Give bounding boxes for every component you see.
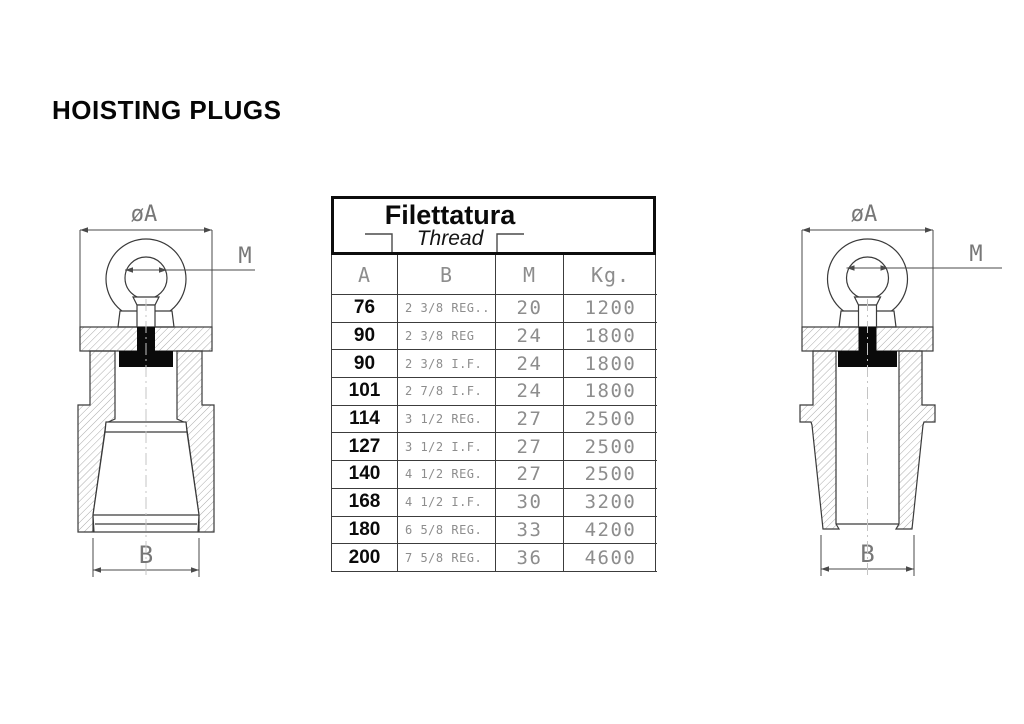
table-cell-b: 4 1/2 REG.	[398, 461, 496, 489]
column-header-kg: Kg.	[564, 255, 657, 295]
table-cell-kg: 4200	[564, 517, 657, 545]
table-cell-b: 3 1/2 I.F.	[398, 433, 496, 462]
thread-dimension: M	[846, 242, 1002, 271]
base-label: B	[860, 540, 874, 568]
column-header-b: B	[398, 255, 496, 295]
thread-label: M	[969, 242, 982, 267]
table-cell-a: 127	[332, 433, 398, 462]
column-header-row: A B M Kg.	[331, 255, 657, 295]
table-cell-a: 90	[332, 322, 398, 351]
table-cell-m: 27	[496, 433, 564, 462]
table-cell-m: 24	[496, 322, 564, 351]
left-technical-drawing: øA M	[77, 202, 255, 579]
table-title-italian: Filettatura	[384, 200, 516, 230]
base-label: B	[139, 541, 153, 569]
lifting-eye	[826, 238, 909, 328]
diameter-label: øA	[131, 202, 158, 227]
table-cell-kg: 1200	[564, 295, 657, 323]
table-cell-m: 24	[496, 378, 564, 406]
table-cell-b: 4 1/2 I.F.	[398, 488, 496, 517]
table-cell-kg: 3200	[564, 489, 657, 517]
table-cell-b: 3 1/2 REG.	[398, 405, 496, 434]
thread-label: M	[238, 244, 251, 269]
diameter-dimension: øA	[79, 202, 213, 327]
table-cell-m: 27	[496, 405, 564, 434]
column-header-m: M	[496, 255, 564, 295]
table-title-english: Thread	[416, 227, 484, 250]
table-header-box: Filettatura Thread	[331, 196, 656, 255]
diameter-label: øA	[851, 202, 878, 227]
table-cell-kg: 2500	[564, 461, 657, 489]
table-cell-b: 6 5/8 REG.	[398, 516, 496, 545]
table-cell-kg: 2500	[564, 433, 657, 462]
table-cell-m: 30	[496, 488, 564, 517]
table-cell-b: 2 3/8 I.F.	[398, 350, 496, 379]
table-cell-a: 168	[332, 488, 398, 517]
table-cell-b: 2 3/8 REG	[398, 322, 496, 351]
table-cell-m: 24	[496, 350, 564, 379]
table-cell-a: 114	[332, 405, 398, 434]
plug-wall-right	[894, 350, 936, 530]
table-cell-kg: 4600	[564, 544, 657, 572]
table-cell-kg: 2500	[564, 406, 657, 434]
table-cell-b: 2 7/8 I.F.	[398, 378, 496, 406]
table-cell-m: 27	[496, 461, 564, 489]
plug-wall-left	[799, 350, 841, 530]
table-cell-kg: 1800	[564, 323, 657, 351]
table-cell-a: 90	[332, 350, 398, 379]
base-dimension: B	[820, 535, 915, 576]
lifting-eye	[105, 238, 187, 328]
table-cell-a: 200	[332, 544, 398, 572]
table-cell-kg: 1800	[564, 350, 657, 379]
table-cell-m: 33	[496, 516, 564, 545]
table-cell-a: 76	[332, 295, 398, 323]
table-cell-a: 101	[332, 378, 398, 406]
thread-dimension: M	[125, 244, 255, 273]
right-technical-drawing: øA M	[799, 202, 1002, 579]
table-cell-a: 140	[332, 461, 398, 489]
diameter-dimension: øA	[801, 202, 934, 327]
table-cell-m: 36	[496, 544, 564, 572]
page-title: HOISTING PLUGS	[52, 95, 282, 125]
table-cell-m: 20	[496, 295, 564, 323]
table-cell-b: 2 3/8 REG..	[398, 295, 496, 323]
column-header-a: A	[332, 255, 398, 295]
table-cell-b: 7 5/8 REG.	[398, 544, 496, 572]
table-cell-a: 180	[332, 516, 398, 545]
table-cell-kg: 1800	[564, 378, 657, 406]
